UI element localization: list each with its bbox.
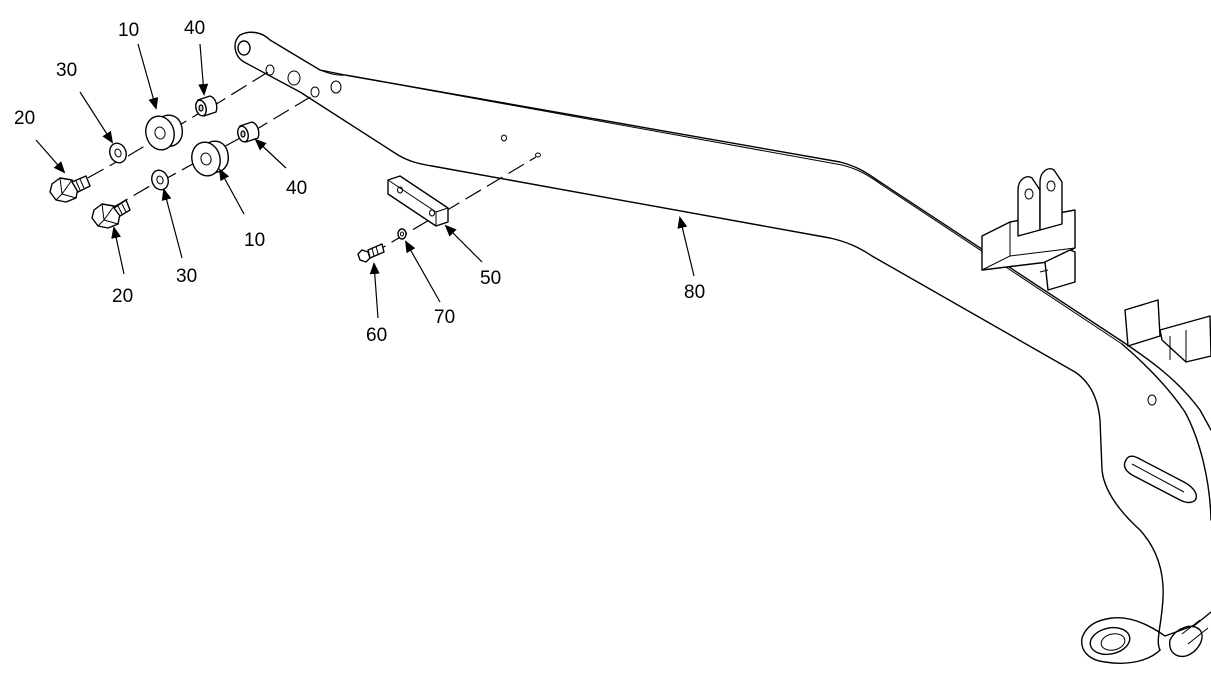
callout-70: 70 [434, 307, 455, 328]
callout-10-lower: 10 [244, 230, 265, 251]
plate-50 [387, 175, 449, 227]
screw-60 [357, 243, 385, 263]
bushing-40-upper [195, 95, 218, 117]
callout-30-upper: 30 [56, 60, 77, 81]
arm-assembly [234, 31, 1211, 664]
mounting-bracket-upper [981, 168, 1076, 291]
washer-30-lower [151, 169, 169, 191]
assembly-centerlines [65, 71, 537, 256]
bolt-20-upper [49, 175, 91, 203]
callout-40-upper: 40 [184, 18, 205, 39]
callout-20-upper: 20 [14, 108, 35, 129]
callout-30-lower: 30 [176, 266, 197, 287]
bushing-40-lower [237, 121, 260, 143]
bolt-20-lower [91, 199, 131, 229]
callout-40-lower: 40 [286, 178, 307, 199]
callout-50: 50 [480, 268, 501, 289]
callout-10-upper: 10 [118, 20, 139, 41]
callout-80: 80 [684, 282, 705, 303]
callout-20-lower: 20 [112, 286, 133, 307]
callout-labels: 20 30 10 40 40 10 30 20 50 60 70 80 [14, 18, 705, 346]
washer-70 [397, 228, 407, 240]
spacer-10-upper [145, 114, 183, 151]
leader-arrows [35, 43, 695, 319]
mounting-bracket-lower [1124, 299, 1211, 363]
washer-30-upper [109, 142, 127, 164]
callout-60: 60 [366, 325, 387, 346]
